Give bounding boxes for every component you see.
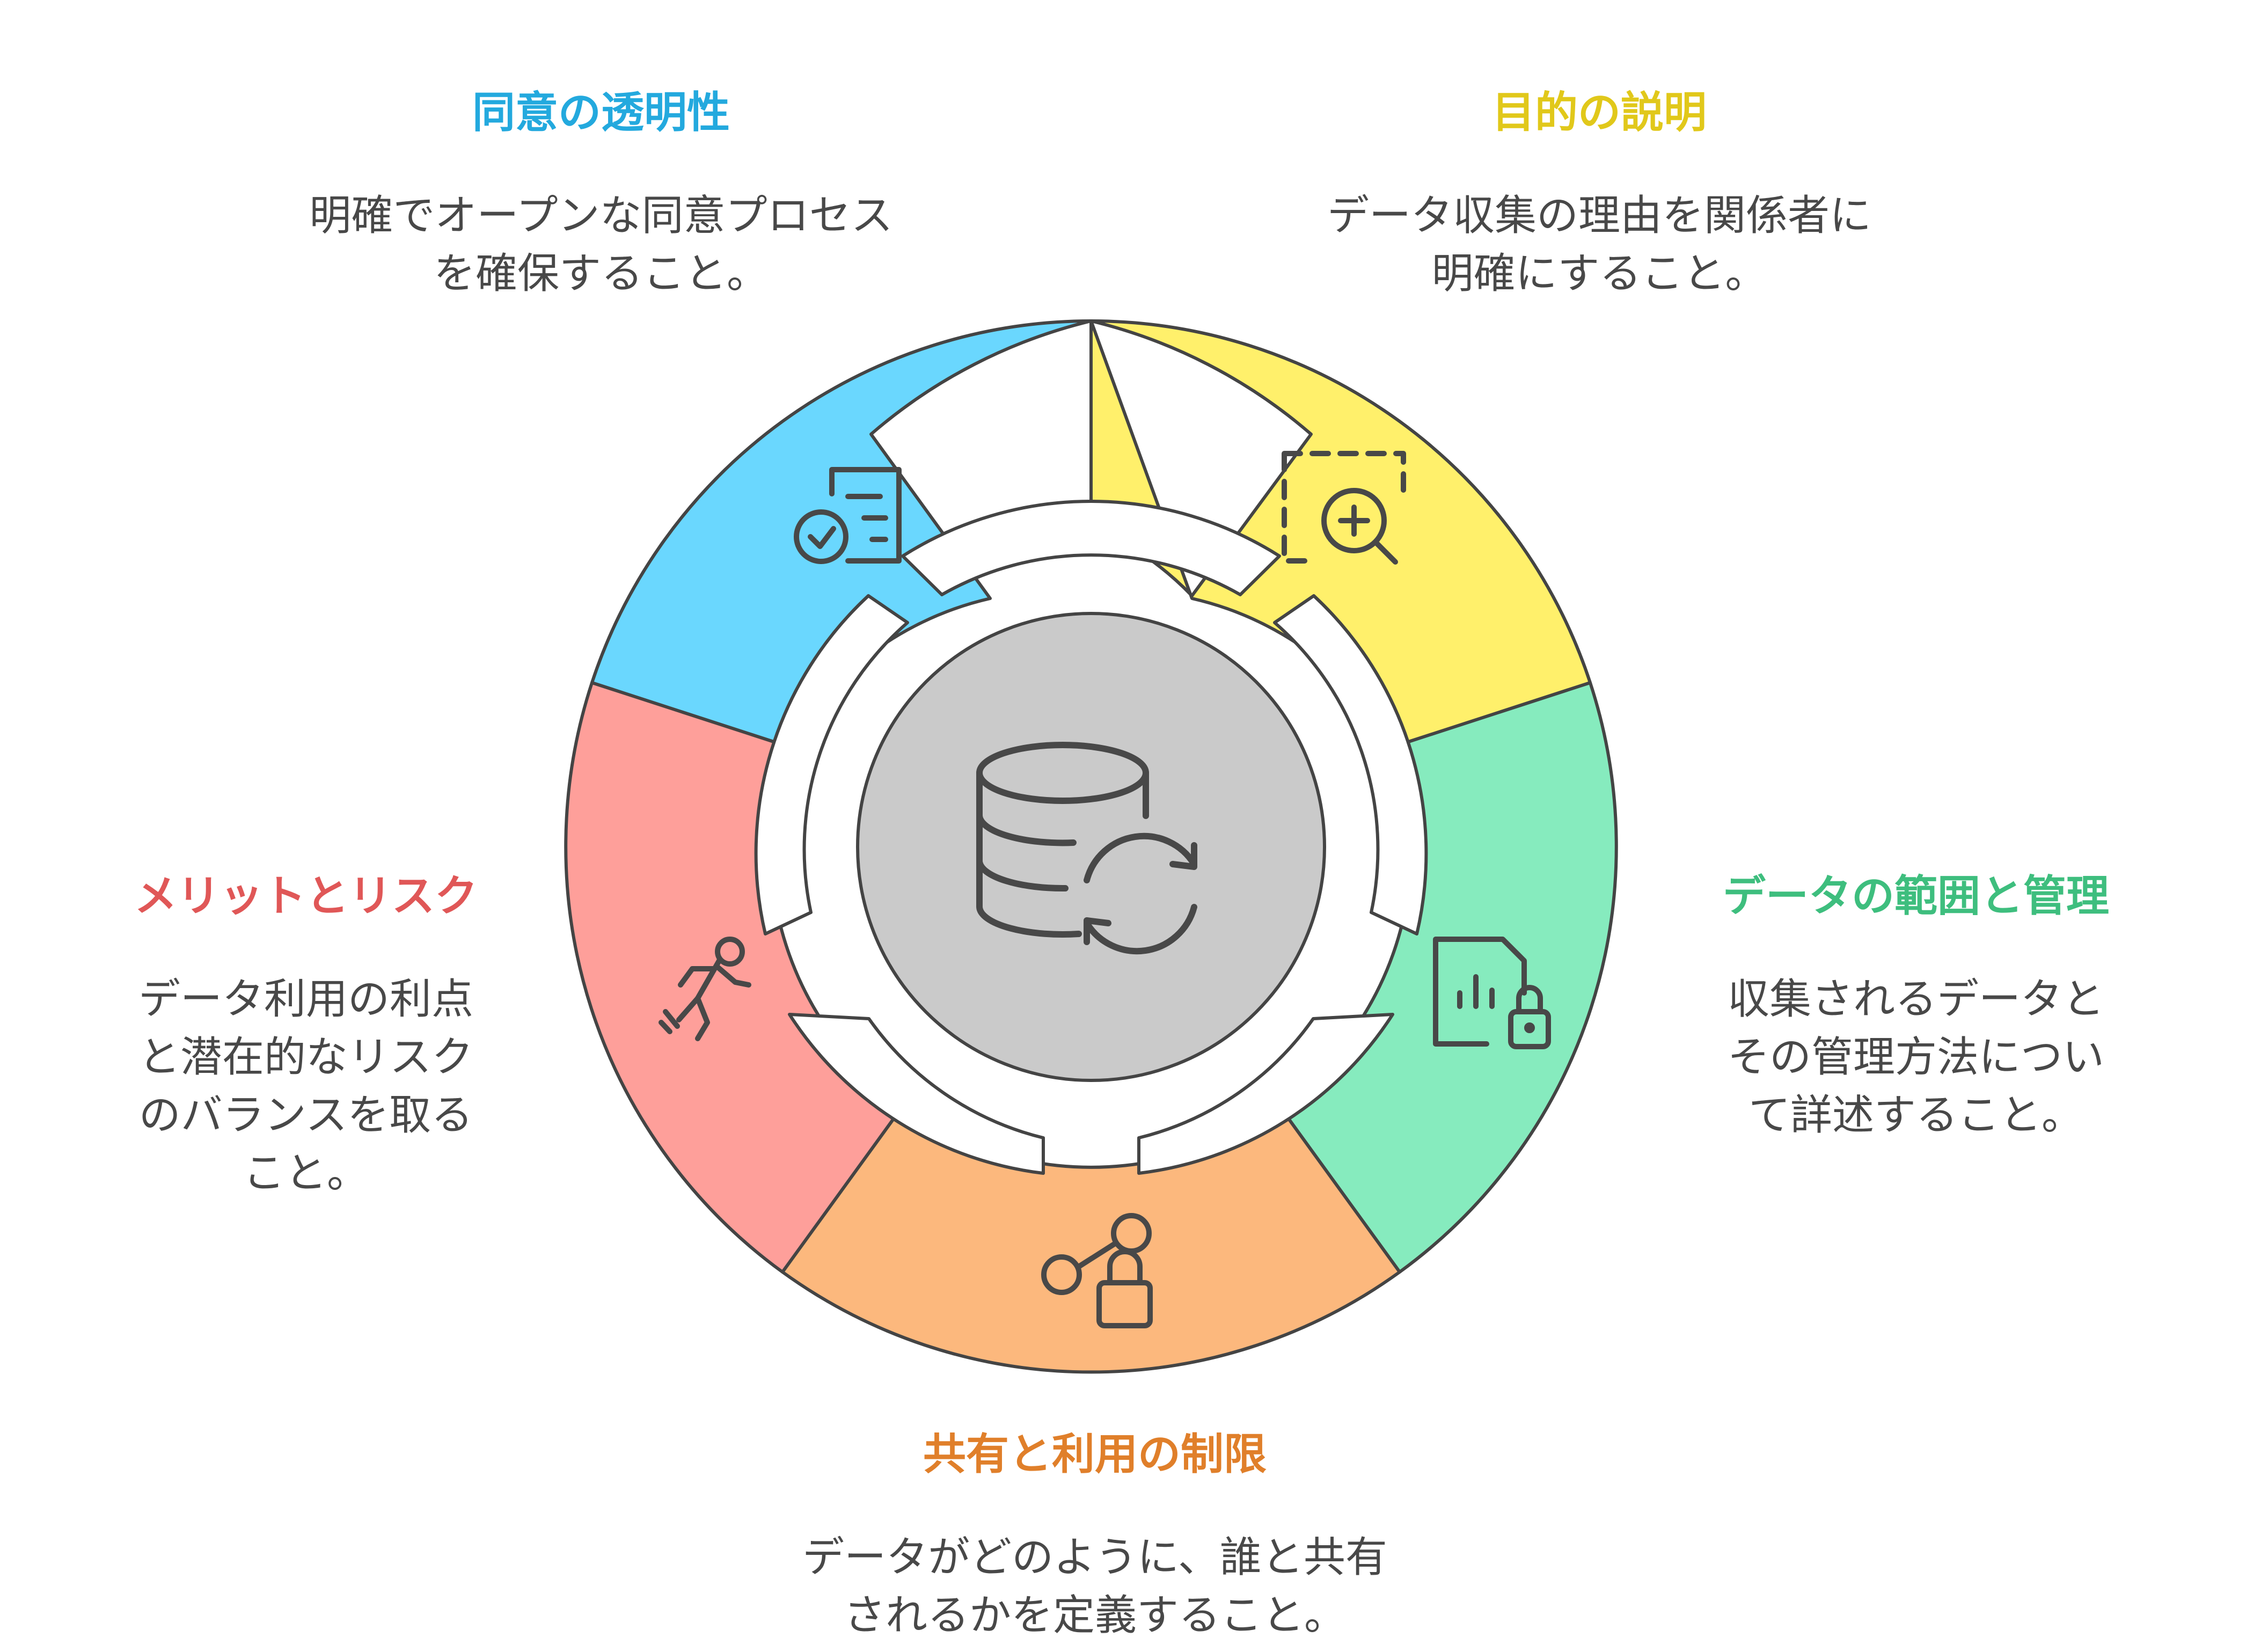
label-consent: 同意の透明性 明確でオープンな同意プロセス を確保すること。 — [204, 86, 998, 303]
segment-title: データの範囲と管理 — [1723, 871, 2109, 921]
segment-description: 収集されるデータと その管理方法につい て詳述すること。 — [1727, 975, 2104, 1139]
segment-description: データ収集の理由を関係者に 明確にすること。 — [1327, 192, 1871, 298]
database-sync-icon — [976, 742, 1197, 955]
center-hub — [856, 612, 1326, 1082]
segment-title: 同意の透明性 — [472, 87, 730, 137]
inner-white-gaps — [754, 500, 1428, 1175]
gap-upper-left — [754, 594, 909, 935]
gap-lower-left — [788, 1013, 1045, 1175]
file-lock-icon — [1433, 937, 1551, 1049]
label-sharing: 共有と利用の制限 データがどのように、誰と共有 されるかを定義すること。 — [687, 1428, 1503, 1644]
segment-risk — [564, 681, 904, 1274]
segment-title: メリットとリスク — [134, 871, 478, 921]
segment-description: 明確でオープンな同意プロセス を確保すること。 — [309, 192, 893, 298]
label-risk: メリットとリスク データ利用の利点 と潜在的なリスク のバランスを取る こと。 — [54, 869, 558, 1202]
share-lock-icon — [1041, 1213, 1153, 1328]
search-zoom-icon — [1282, 451, 1406, 565]
segment-title: 目的の説明 — [1492, 87, 1707, 137]
label-scope: データの範囲と管理 収集されるデータと その管理方法につい て詳述すること。 — [1642, 869, 2190, 1144]
document-check-icon — [794, 467, 902, 564]
falling-person-icon — [659, 937, 751, 1041]
segment-description: データがどのように、誰と共有 されるかを定義すること。 — [802, 1533, 1387, 1640]
outer-ring — [564, 319, 1618, 1374]
segment-description: データ利用の利点 と潜在的なリスク のバランスを取る こと。 — [138, 975, 473, 1197]
gap-top — [901, 500, 1281, 596]
segment-title: 共有と利用の制限 — [923, 1429, 1267, 1479]
gap-lower-right — [1137, 1013, 1394, 1175]
gap-upper-right — [1273, 594, 1428, 935]
label-purpose: 目的の説明 データ収集の理由を関係者に 明確にすること。 — [1202, 86, 1996, 303]
